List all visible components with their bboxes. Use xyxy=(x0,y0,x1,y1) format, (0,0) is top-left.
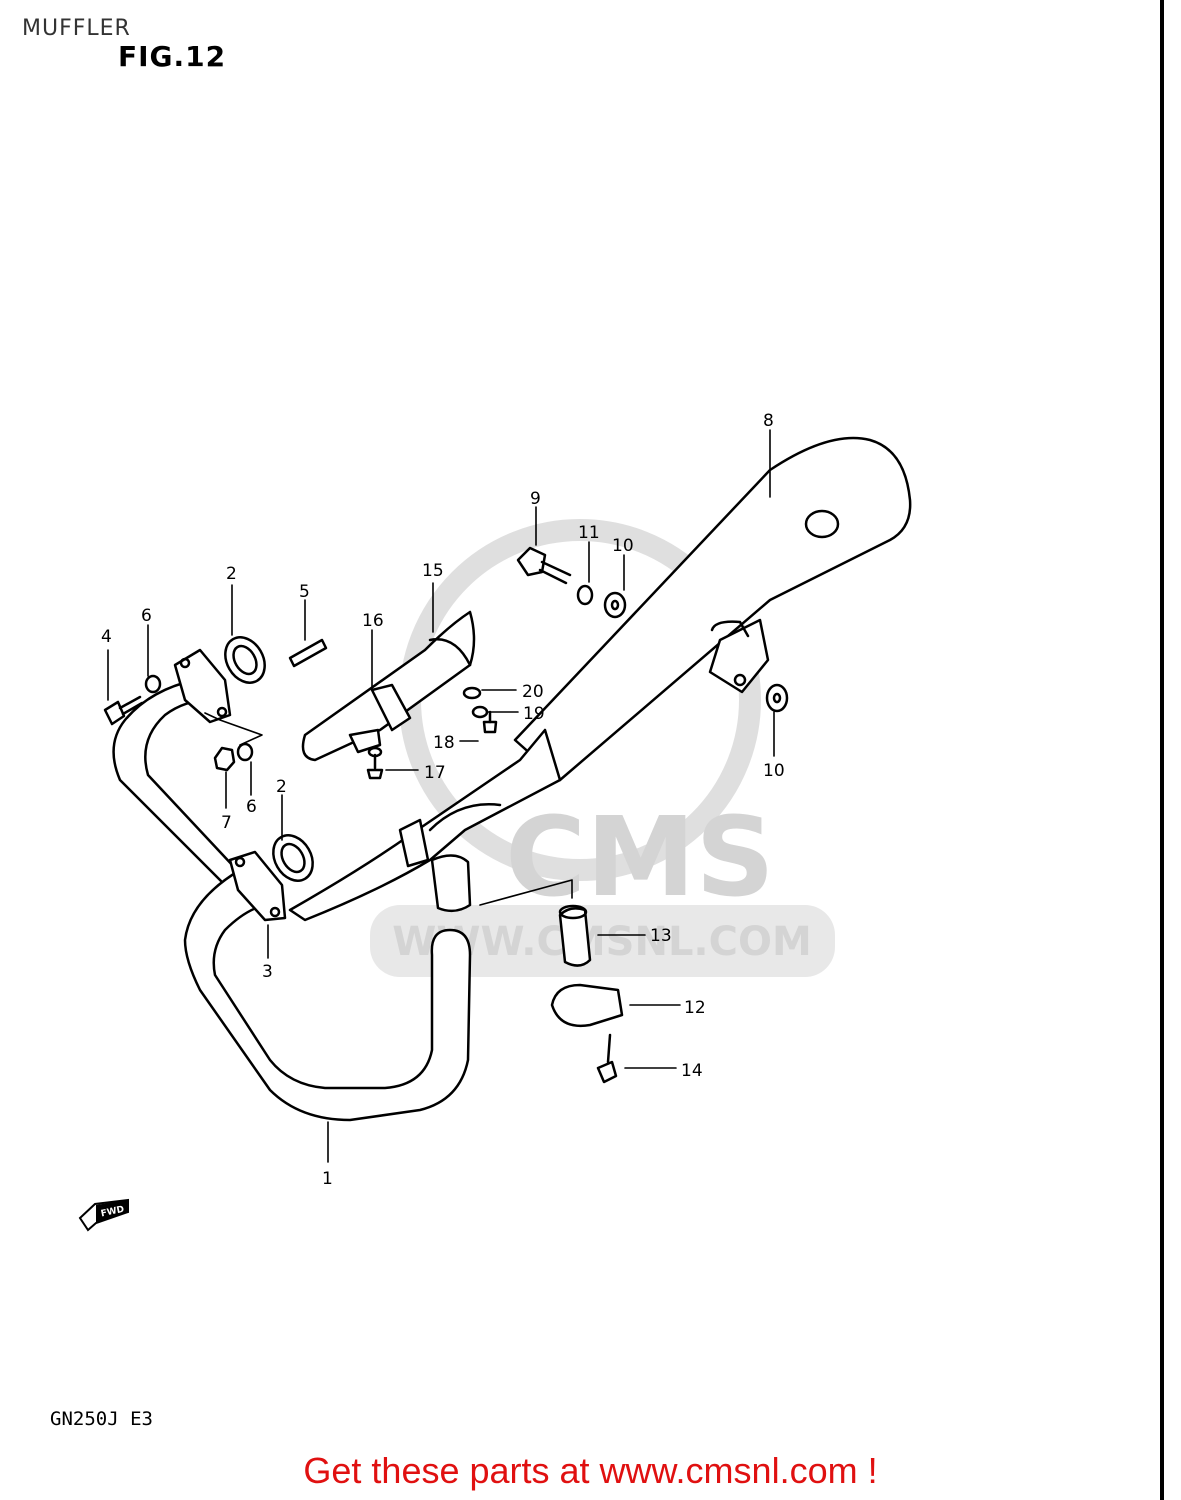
part-11-lock-washer xyxy=(576,584,594,606)
fwd-label: FWD xyxy=(100,1205,125,1220)
callout-numbers: 1 2 2 3 4 5 6 6 7 8 9 10 10 11 12 13 14 … xyxy=(101,411,785,1189)
callout-12: 12 xyxy=(684,998,706,1018)
part-16-protector-bracket xyxy=(348,683,412,754)
callout-19: 19 xyxy=(523,704,545,724)
callout-6: 6 xyxy=(246,797,257,817)
callout-13: 13 xyxy=(650,926,672,946)
part-17-screw xyxy=(366,746,384,780)
callout-1: 1 xyxy=(322,1169,333,1189)
part-3-exhaust-flange xyxy=(173,648,287,922)
callout-20: 20 xyxy=(522,682,544,702)
callout-2: 2 xyxy=(276,777,287,797)
forward-direction-arrow: FWD xyxy=(78,1198,129,1232)
part-1-exhaust-pipe xyxy=(112,678,562,1122)
page-title: MUFFLER xyxy=(22,16,131,41)
part-6-washer-lower xyxy=(236,742,254,762)
exhaust-connector-pipe xyxy=(430,854,472,913)
callout-9: 9 xyxy=(530,489,541,509)
callout-15: 15 xyxy=(422,561,444,581)
callout-18: 18 xyxy=(433,733,455,753)
part-2-gasket-lower xyxy=(272,834,314,882)
part-5-stud-bolt xyxy=(288,638,328,668)
part-12-clamp xyxy=(550,983,624,1028)
callout-10: 10 xyxy=(763,761,785,781)
promo-link-text[interactable]: Get these parts at www.cmsnl.com ! xyxy=(303,1450,878,1491)
part-19-washer xyxy=(471,705,489,719)
part-10-washer-upper xyxy=(603,591,627,619)
part-4-bolt xyxy=(103,695,144,726)
callout-17: 17 xyxy=(424,763,446,783)
model-code: GN250J E3 xyxy=(50,1408,153,1430)
callout-5: 5 xyxy=(299,582,310,602)
part-2-gasket-upper xyxy=(224,636,266,684)
callout-2: 2 xyxy=(226,564,237,584)
scan-edge-border xyxy=(1160,0,1164,1500)
callout-11: 11 xyxy=(578,523,600,543)
callout-7: 7 xyxy=(221,813,232,833)
leader-lines xyxy=(107,429,775,1163)
callout-8: 8 xyxy=(763,411,774,431)
part-9-bolt xyxy=(516,546,572,585)
part-18-screw xyxy=(482,710,498,734)
part-7-nut xyxy=(213,746,236,772)
part-14-bolt xyxy=(596,1033,618,1084)
callout-14: 14 xyxy=(681,1061,703,1081)
callout-6: 6 xyxy=(141,606,152,626)
part-13-sleeve xyxy=(558,904,592,967)
part-6-washer-upper xyxy=(144,674,162,694)
watermark-logo: CMS xyxy=(505,793,774,921)
callout-16: 16 xyxy=(362,611,384,631)
part-8-muffler xyxy=(513,436,912,782)
callout-10: 10 xyxy=(612,536,634,556)
part-20-washer xyxy=(462,686,482,700)
part-10-washer-lower xyxy=(765,683,789,713)
figure-label: FIG.12 xyxy=(118,40,227,73)
callout-4: 4 xyxy=(101,627,112,647)
callout-3: 3 xyxy=(262,962,273,982)
